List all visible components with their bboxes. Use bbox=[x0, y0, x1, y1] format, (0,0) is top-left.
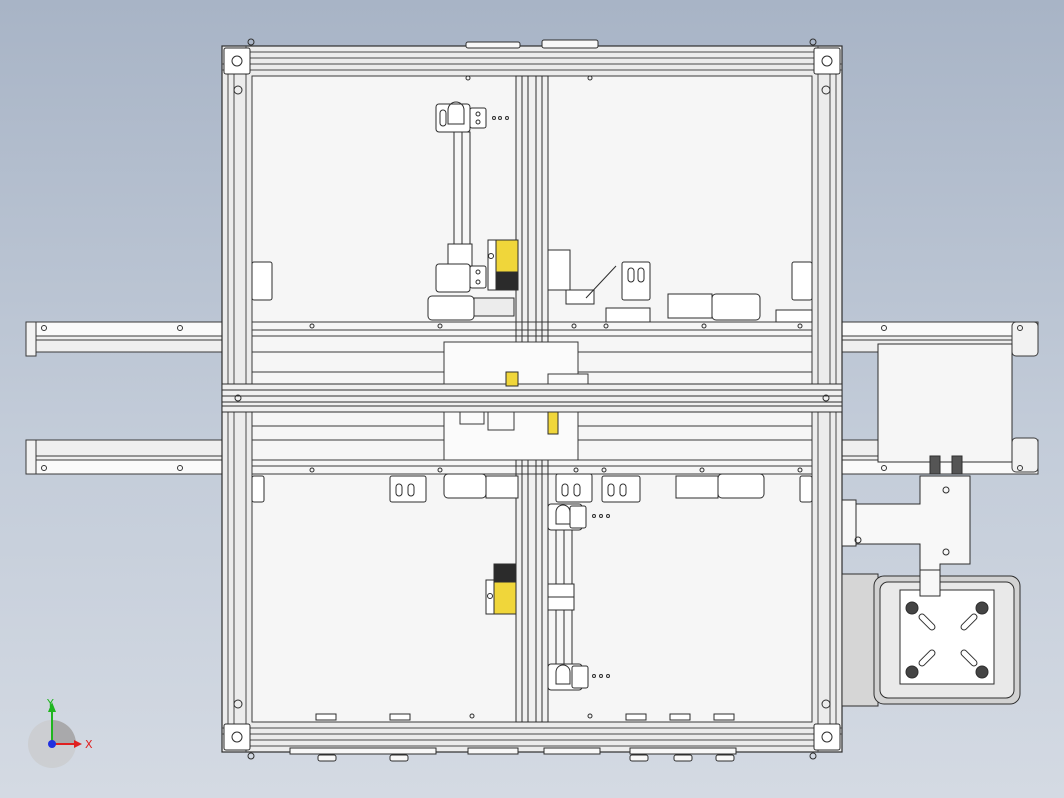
side-motor-box[interactable] bbox=[877, 343, 1013, 475]
rail-brackets bbox=[251, 249, 813, 503]
corner-brackets bbox=[223, 47, 841, 751]
frame-screws bbox=[309, 75, 803, 719]
rail-screws bbox=[41, 325, 1023, 471]
mount-bracket[interactable] bbox=[841, 475, 971, 571]
horizontal-center-beam[interactable] bbox=[221, 383, 843, 413]
z-axis-dot bbox=[48, 740, 56, 748]
bottom-gripper[interactable] bbox=[485, 503, 610, 691]
axis-triad: X Y bbox=[28, 697, 93, 768]
mount-plate[interactable] bbox=[841, 569, 1021, 707]
top-gripper[interactable] bbox=[427, 101, 519, 321]
x-axis-label: X bbox=[85, 738, 93, 751]
y-axis-label: Y bbox=[46, 697, 54, 710]
